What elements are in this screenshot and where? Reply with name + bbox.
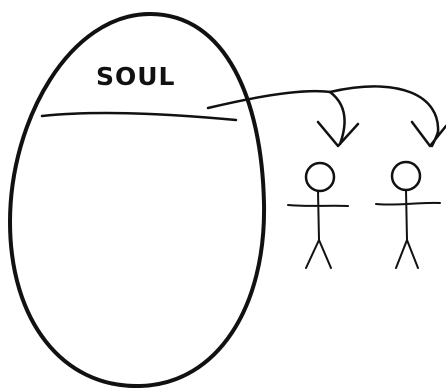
arrow-1-shaft <box>330 92 345 144</box>
figure-2-body <box>406 190 407 240</box>
soul-divider-line <box>42 113 236 120</box>
arrow-1-head <box>318 122 358 146</box>
figure-2-legs <box>396 240 418 268</box>
figure-2-head <box>392 162 420 190</box>
figure-1-legs <box>306 240 331 268</box>
connector-line <box>208 86 438 132</box>
arrow-2-head <box>412 122 446 146</box>
soul-label: SOUL <box>96 62 176 91</box>
stick-figure-2 <box>376 162 440 268</box>
arrow-to-figure-2 <box>412 122 446 146</box>
figure-1-body <box>318 191 319 240</box>
arrow-to-figure-1 <box>318 92 358 146</box>
figure-1-head <box>306 163 334 191</box>
stick-figure-1 <box>288 163 348 268</box>
figure-2-arms <box>376 203 440 205</box>
